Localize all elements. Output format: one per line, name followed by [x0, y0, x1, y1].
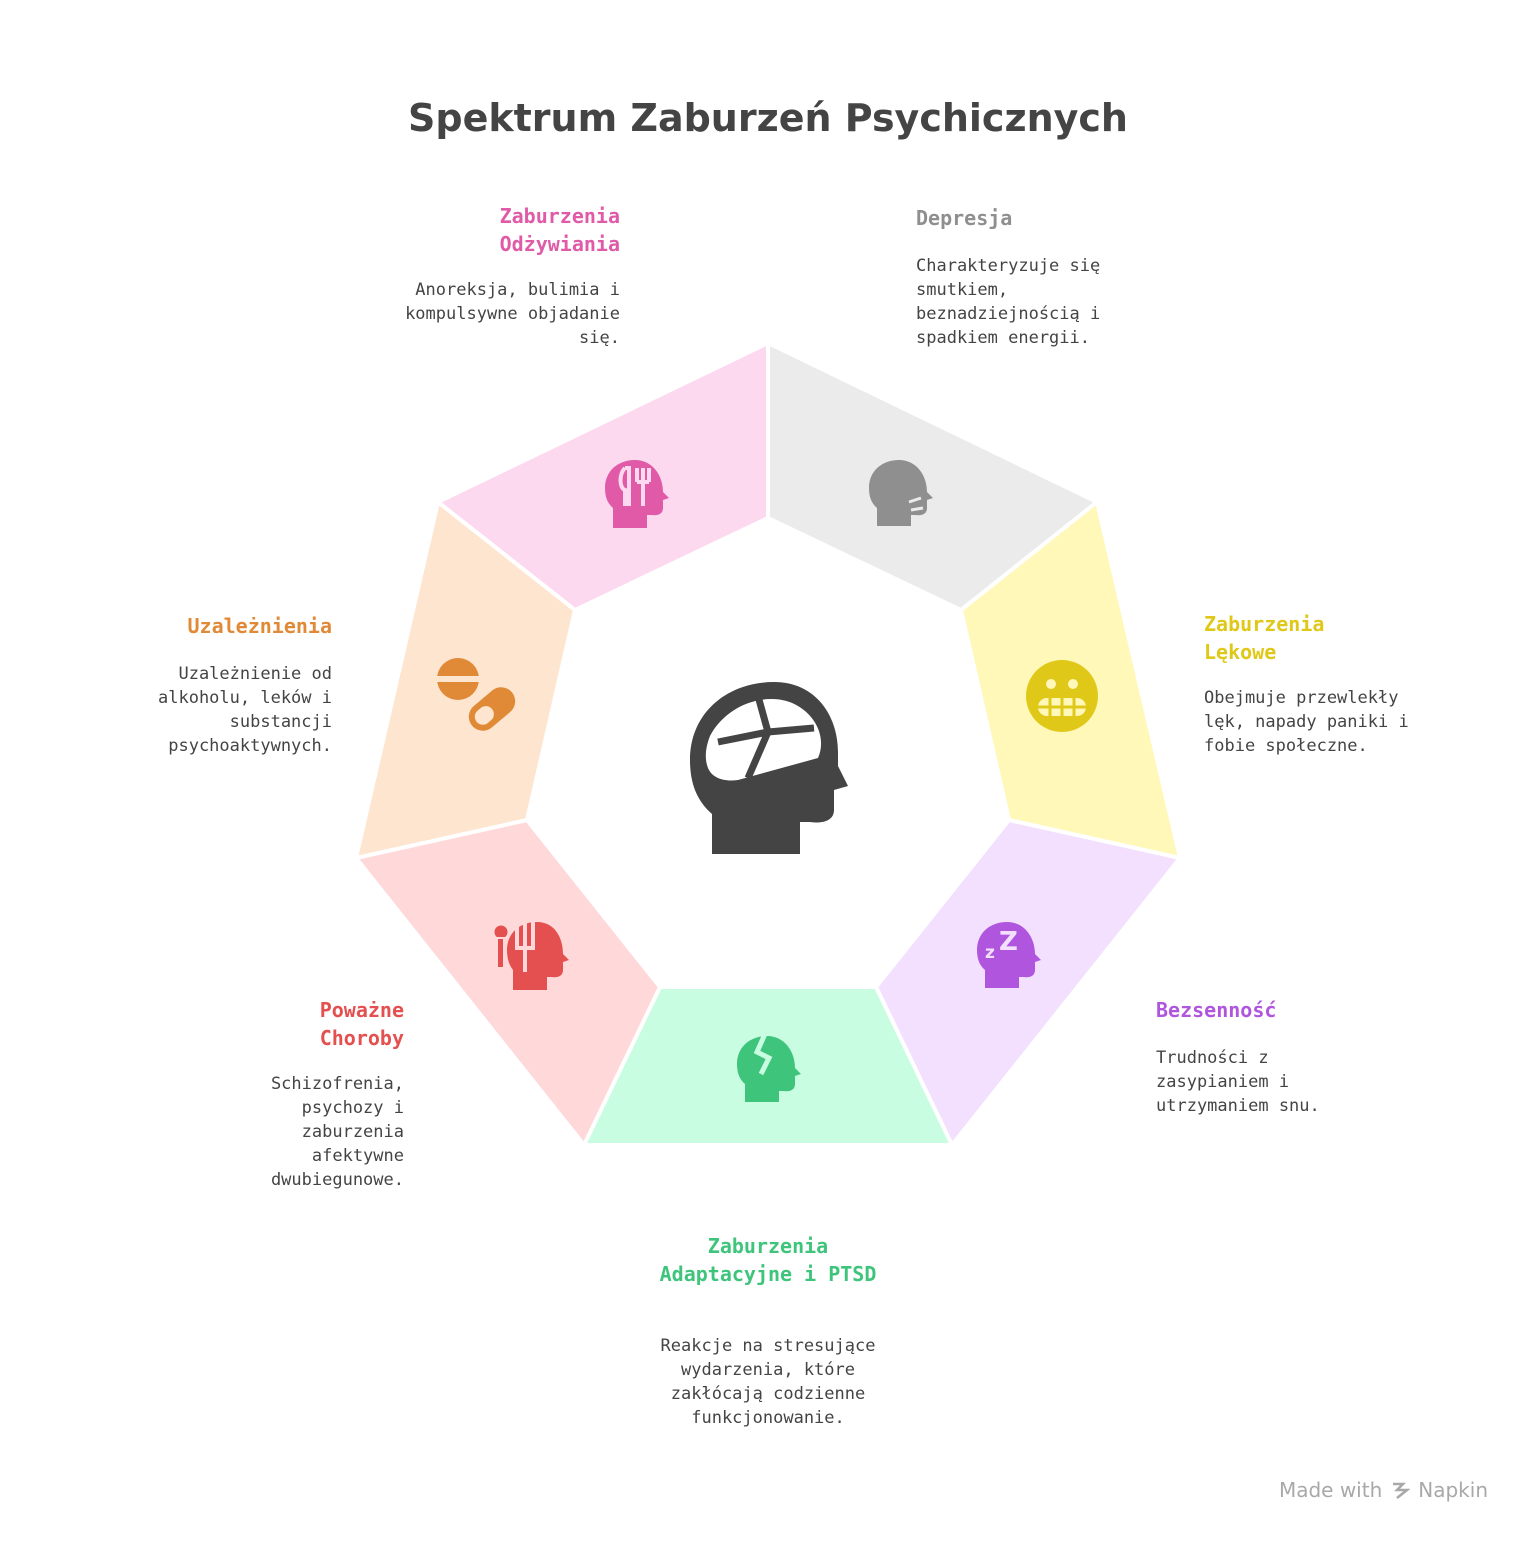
- label-powazne: Poważne Choroby: [319, 998, 404, 1050]
- desc-uzaleznienia: Uzależnienie od alkoholu, leków i substa…: [158, 664, 332, 756]
- footer-text: Made with: [1278, 1478, 1383, 1502]
- segment-lekowe: [958, 498, 1183, 861]
- head-cutlery-icon: [605, 460, 669, 528]
- footer-brand: Napkin: [1418, 1478, 1488, 1502]
- broken-head-icon: [737, 1032, 801, 1102]
- footer-attribution: Made with Napkin: [1279, 1478, 1488, 1502]
- head-medicine-icon: [491, 920, 569, 990]
- desc-lekowe: Obejmuje przewlekły lęk, napady paniki i…: [1204, 688, 1409, 756]
- grimacing-face-icon: [1026, 660, 1098, 732]
- segment-bezsennosc: z Z: [873, 817, 1184, 1149]
- label-lekowe: Zaburzenia Lękowe: [1204, 612, 1325, 664]
- svg-text:z: z: [985, 943, 995, 963]
- desc-depresja: Charakteryzuje się smutkiem, beznadziejn…: [916, 256, 1101, 348]
- segment-odzywiania: [434, 339, 770, 613]
- desc-powazne: Schizofrenia, psychozy i zaburzenia afek…: [270, 1074, 404, 1190]
- label-odzywiania: Zaburzenia Odżywiania: [499, 204, 620, 256]
- napkin-logo-icon: [1393, 1482, 1411, 1499]
- label-bezsennosc: Bezsenność: [1156, 998, 1277, 1022]
- page-title: Spektrum Zaburzeń Psychicznych: [408, 96, 1128, 140]
- svg-text:Z: Z: [999, 927, 1018, 957]
- brain-head-icon: [690, 682, 848, 854]
- label-depresja: Depresja: [916, 206, 1013, 230]
- segment-adaptacyjne: [580, 985, 956, 1147]
- desc-odzywiania: Anoreksja, bulimia i kompulsywne objadan…: [405, 280, 620, 348]
- pills-icon: [436, 658, 516, 731]
- desc-adaptacyjne: Reakcje na stresujące wydarzenia, które …: [660, 1336, 876, 1428]
- label-adaptacyjne: Zaburzenia Adaptacyjne i PTSD: [659, 1234, 877, 1286]
- desc-bezsennosc: Trudności z zasypianiem i utrzymaniem sn…: [1156, 1048, 1320, 1116]
- label-uzaleznienia: Uzależnienia: [187, 614, 333, 638]
- sleep-head-icon: z Z: [977, 922, 1041, 988]
- sad-face-head-icon: [869, 460, 933, 526]
